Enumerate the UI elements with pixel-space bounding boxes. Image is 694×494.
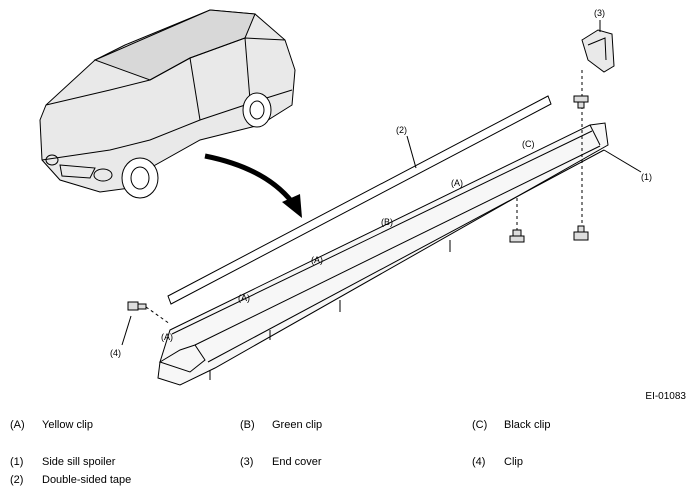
legend-key: (3) [240,456,254,468]
callout-a-mid: (A) [311,255,323,265]
figure-id: EI-01083 [645,391,686,402]
clip-4 [127,301,171,325]
car-illustration [39,9,296,199]
legend-label: End cover [272,456,322,468]
direction-arrow [204,153,302,218]
callout-b: (B) [381,217,393,227]
legend-label: Green clip [272,419,323,431]
callout-1: (1) [641,172,652,182]
callout-a-upper: (A) [451,178,463,188]
legend-label: Side sill spoiler [42,456,116,468]
callout-2: (2) [396,125,407,135]
legend-key: (2) [10,474,24,486]
legend-label: Yellow clip [42,419,93,431]
clip-middle [509,198,525,243]
clip-lower [573,225,589,241]
callout-a-lower: (A) [238,293,250,303]
legend-label: Double-sided tape [42,474,132,486]
callout-3: (3) [594,8,605,18]
exploded-parts-diagram: (1) (2) (3) (4) (C) (A) (B) (A) (A) (A) [39,8,652,386]
double-sided-tape [167,95,552,305]
leader-lines [121,20,642,346]
legend-key: (1) [10,456,24,468]
legend-key: (B) [240,419,255,431]
callout-4: (4) [110,348,121,358]
legend-key: (C) [472,419,488,431]
legend-key: (A) [10,419,25,431]
callout-a-end: (A) [161,332,173,342]
callout-c: (C) [522,139,535,149]
side-sill-spoiler [157,122,609,386]
legend-label: Clip [504,456,523,468]
end-cover [581,29,615,73]
legend-key: (4) [472,456,486,468]
legend-label: Black clip [504,419,551,431]
clip-upper [573,95,589,109]
